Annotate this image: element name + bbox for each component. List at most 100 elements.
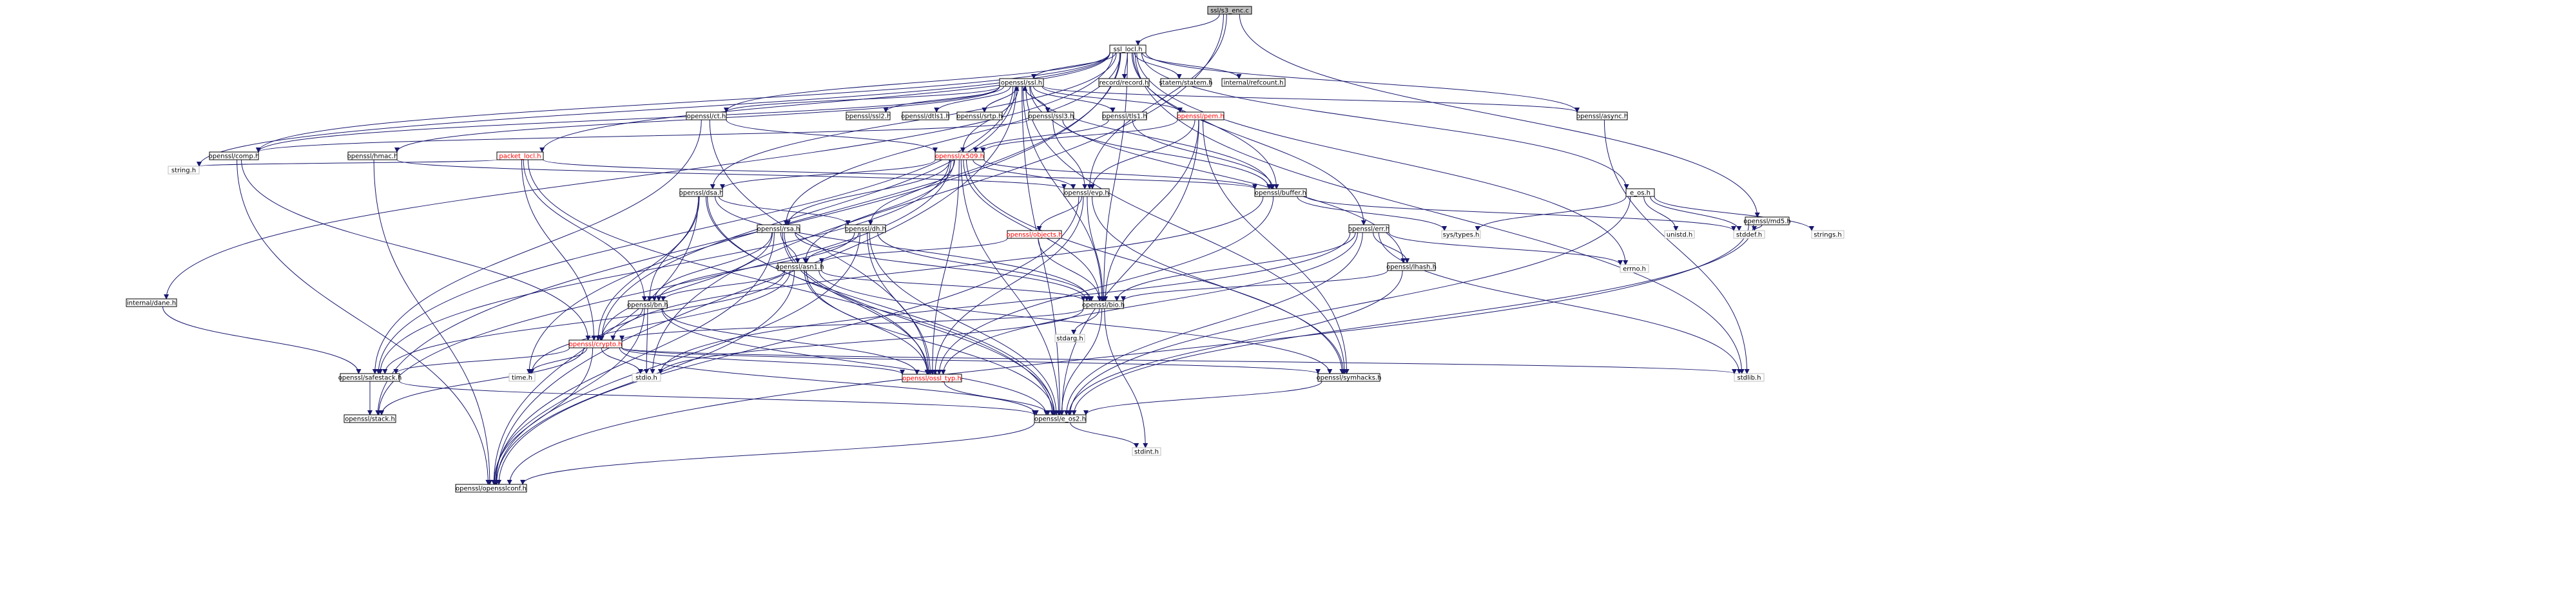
node-box xyxy=(344,414,396,423)
node-openssl-ssl-h[interactable]: openssl/ssl.h xyxy=(999,78,1044,87)
node-label: internal/dane.h xyxy=(127,300,176,307)
edge-openssl_asn1_h-to-openssl_e_os2_h xyxy=(806,270,1056,415)
node-box xyxy=(956,111,1003,120)
node-internal-refcount-h[interactable]: internal/refcount.h xyxy=(1221,78,1286,87)
node-openssl-ct-h[interactable]: openssl/ct.h xyxy=(686,111,727,120)
node-openssl-err-h[interactable]: openssl/err.h xyxy=(1348,224,1390,233)
node-box xyxy=(1102,111,1147,120)
edge-packet_locl_h-to-openssl_crypto_h xyxy=(521,159,597,341)
node-openssl-ossl-typ-h[interactable]: openssl/ossl_typ.h xyxy=(902,374,962,383)
node-openssl-crypto-h[interactable]: openssl/crypto.h xyxy=(568,339,623,348)
node-openssl-rsa-h[interactable]: openssl/rsa.h xyxy=(757,224,800,233)
node-ssl-s3-enc-c[interactable]: ssl/s3_enc.c xyxy=(1207,6,1252,15)
edge-openssl_ssl_h-to-openssl_symhacks_h xyxy=(1025,86,1348,374)
node-label: openssl/err.h xyxy=(1348,226,1390,233)
edge-ssl_s3_enc_c-to-openssl_evp_h xyxy=(1087,14,1227,189)
edge-openssl_buffer_h-to-openssl_crypto_h xyxy=(610,196,1264,341)
node-openssl-dsa-h[interactable]: openssl/dsa.h xyxy=(679,188,724,197)
node-box xyxy=(455,484,527,493)
node-openssl-e-os2-h[interactable]: openssl/e_os2.h xyxy=(1034,414,1087,423)
node-openssl-async-h[interactable]: openssl/async.h xyxy=(1576,111,1628,120)
node-label: errno.h xyxy=(1623,266,1646,273)
node-label: sys/types.h xyxy=(1443,232,1480,239)
node-box xyxy=(1348,224,1390,233)
edge-openssl_err_h-to-openssl_e_os2_h xyxy=(1063,232,1363,415)
node-label: ssl/s3_enc.c xyxy=(1210,8,1249,15)
node-label: openssl/e_os2.h xyxy=(1034,416,1086,423)
node-label: openssl/dtls1.h xyxy=(901,113,950,120)
node-openssl-md5-h[interactable]: openssl/md5.h xyxy=(1743,216,1791,225)
edge-ssl_locl_h-to-string_h xyxy=(197,52,1110,167)
node-openssl-dtls1-h[interactable]: openssl/dtls1.h xyxy=(901,111,950,120)
edge-openssl_rsa_h-to-openssl_crypto_h xyxy=(599,232,773,341)
node-label: statem/statem.h xyxy=(1159,80,1212,87)
edge-openssl_dsa_h-to-openssl_dh_h xyxy=(718,196,851,225)
node-stddef-h: stddef.h xyxy=(1733,230,1765,239)
node-label: string.h xyxy=(171,167,196,175)
edge-ssl_locl_h-to-time_h xyxy=(527,52,1121,374)
node-record-record-h[interactable]: record/record.h xyxy=(1098,78,1150,87)
node-openssl-tls1-h[interactable]: openssl/tls1.h xyxy=(1102,111,1147,120)
node-openssl-pem-h[interactable]: openssl/pem.h xyxy=(1177,111,1225,120)
node-openssl-x509-h[interactable]: openssl/x509.h xyxy=(935,151,985,160)
edge-openssl_bio_h-to-stdarg_h xyxy=(1071,308,1100,335)
edge-e_os_h-to-strings_h xyxy=(1654,196,1814,231)
edge-e_os_h-to-stddef_h xyxy=(1650,196,1742,231)
node-openssl-srtp-h[interactable]: openssl/srtp.h xyxy=(956,111,1003,120)
edge-openssl_ssl_h-to-openssl_buffer_h xyxy=(1030,86,1274,189)
node-openssl-asn1-h[interactable]: openssl/asn1.h xyxy=(775,262,824,271)
node-openssl-buffer-h[interactable]: openssl/buffer.h xyxy=(1254,188,1307,197)
node-e-os-h[interactable]: e_os.h xyxy=(1625,188,1655,197)
node-openssl-dh-h[interactable]: openssl/dh.h xyxy=(845,224,886,233)
edge-openssl_async_h-to-stdlib_h xyxy=(1603,119,1750,374)
edge-openssl_evp_h-to-openssl_symhacks_h xyxy=(1092,196,1346,374)
node-label: openssl/objects.h xyxy=(1006,232,1062,239)
node-openssl-ssl3-h[interactable]: openssl/ssl3.h xyxy=(1028,111,1074,120)
edge-e_os_h-to-unistd_h xyxy=(1643,196,1679,231)
node-openssl-opensslconf-h[interactable]: openssl/opensslconf.h xyxy=(455,484,527,493)
edge-openssl_crypto_h-to-openssl_safestack_h xyxy=(393,347,570,374)
edge-openssl_asn1_h-to-openssl_bn_h xyxy=(661,270,785,301)
node-openssl-ssl2-h[interactable]: openssl/ssl2.h xyxy=(846,111,891,120)
node-box xyxy=(632,373,661,382)
node-ssl-locl-h[interactable]: ssl_locl.h xyxy=(1109,44,1147,53)
node-packet-locl-h[interactable]: packet_locl.h xyxy=(496,151,544,160)
edge-openssl_pem_h-to-openssl_e_os2_h xyxy=(1059,119,1199,415)
edge-openssl_ossl_typ_h-to-openssl_e_os2_h xyxy=(944,381,1051,415)
node-openssl-stack-h[interactable]: openssl/stack.h xyxy=(344,414,396,423)
node-label: stdlib.h xyxy=(1738,375,1761,382)
node-label: strings.h xyxy=(1814,232,1841,239)
node-openssl-objects-h[interactable]: openssl/objects.h xyxy=(1006,230,1063,239)
edge-openssl_dsa_h-to-openssl_bio_h xyxy=(715,196,1092,301)
node-statem-statem-h[interactable]: statem/statem.h xyxy=(1159,78,1213,87)
node-openssl-bn-h[interactable]: openssl/bn.h xyxy=(627,300,668,309)
node-openssl-bio-h[interactable]: openssl/bio.h xyxy=(1082,300,1125,309)
node-label: openssl/stack.h xyxy=(345,416,395,423)
edge-openssl_crypto_h-to-stdio_h xyxy=(601,347,643,374)
node-box xyxy=(1063,188,1110,197)
edge-openssl_md5_h-to-openssl_opensslconf_h xyxy=(507,224,1749,485)
node-errno-h: errno.h xyxy=(1620,264,1649,273)
node-label: openssl/buffer.h xyxy=(1255,190,1306,197)
edge-openssl_ssl_h-to-openssl_opensslconf_h xyxy=(493,86,1017,485)
node-label: openssl/tls1.h xyxy=(1102,113,1147,120)
edge-openssl_ssl_h-to-openssl_pem_h xyxy=(1041,86,1183,113)
node-openssl-lhash-h[interactable]: openssl/lhash.h xyxy=(1386,262,1437,271)
edge-ssl_locl_h-to-openssl_buffer_h xyxy=(1131,52,1279,189)
edge-openssl_bio_h-to-stdint_h xyxy=(1104,308,1148,448)
node-openssl-comp-h[interactable]: openssl/comp.h xyxy=(209,151,260,160)
edge-openssl_dh_h-to-openssl_ossl_typ_h xyxy=(867,232,933,375)
node-label: openssl/comp.h xyxy=(209,153,260,160)
edge-ssl_locl_h-to-openssl_ct_h xyxy=(724,52,1110,113)
node-box xyxy=(1664,230,1695,239)
edge-openssl_ssl3_h-to-openssl_ssl_h xyxy=(1022,86,1049,113)
node-box xyxy=(340,373,400,382)
node-openssl-hmac-h[interactable]: openssl/hmac.h xyxy=(347,151,398,160)
node-openssl-symhacks-h[interactable]: openssl/symhacks.h xyxy=(1317,373,1382,382)
node-internal-dane-h[interactable]: internal/dane.h xyxy=(126,298,177,307)
edge-openssl_objects_h-to-openssl_bio_h xyxy=(1038,238,1103,301)
node-openssl-evp-h[interactable]: openssl/evp.h xyxy=(1063,188,1110,197)
node-openssl-safestack-h[interactable]: openssl/safestack.h xyxy=(338,373,402,382)
node-box xyxy=(1083,300,1124,309)
